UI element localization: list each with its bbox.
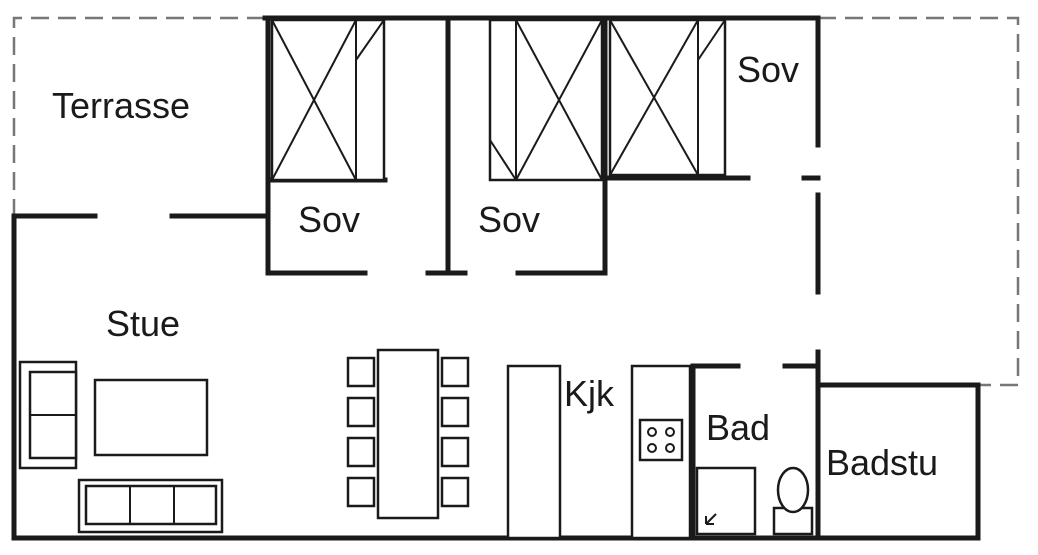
armchair [18,360,78,470]
coffee-table [93,378,209,457]
room-label-sov-right: Sov [737,49,799,90]
room-label-stue: Stue [106,303,180,344]
sofa [77,478,224,534]
fridge [506,364,562,540]
room-label-bad: Bad [706,407,770,448]
room-label-kjk: Kjk [564,373,615,414]
dining-chairs [346,356,470,508]
wardrobe-middle [488,18,604,182]
shower [695,466,757,536]
dining-table [376,348,440,520]
wardrobe-right [608,18,727,177]
room-label-sov-left: Sov [298,199,360,240]
room-label-sov-middle: Sov [478,199,540,240]
wardrobe-left [270,18,386,182]
toilet [772,466,814,536]
exterior-walls [11,15,981,541]
stove [638,418,684,462]
terrace-dashed-outline [12,16,1020,387]
room-label-terrasse: Terrasse [52,85,190,126]
room-label-badstu: Badstu [826,442,938,483]
